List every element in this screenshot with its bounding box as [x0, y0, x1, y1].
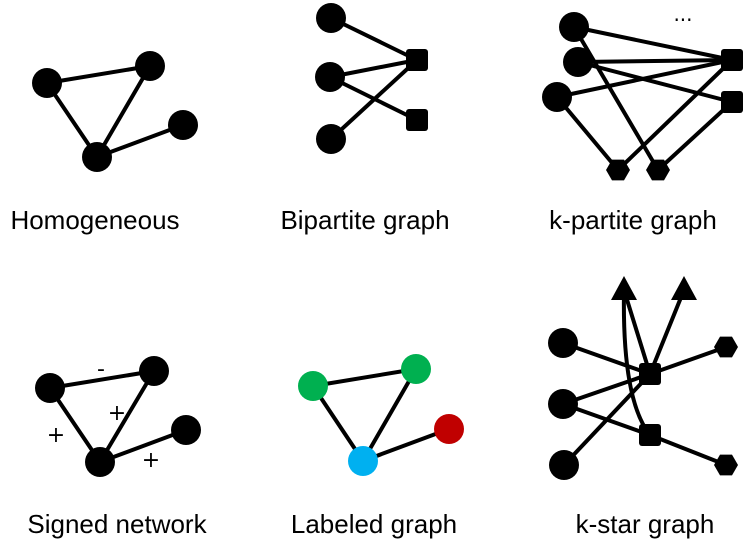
triangle-node [611, 276, 637, 300]
edge [648, 345, 728, 376]
signed-network: - + + + [35, 356, 201, 477]
edge [555, 58, 734, 99]
node [316, 3, 346, 33]
node [32, 68, 62, 98]
homogeneous-graph [32, 51, 198, 172]
triangle-node [671, 276, 697, 300]
node [548, 389, 578, 419]
caption-signed: Signed network [27, 509, 207, 539]
node [85, 447, 115, 477]
square-node [406, 109, 428, 131]
square-node [721, 49, 743, 71]
edge [98, 369, 156, 464]
edge [555, 95, 620, 172]
hexagon-node [606, 159, 630, 181]
edge [95, 123, 185, 159]
node [315, 62, 345, 92]
edge [561, 372, 652, 406]
blue-node [348, 446, 378, 476]
square-node [406, 49, 428, 71]
node [82, 142, 112, 172]
sign-plus: + [108, 401, 126, 426]
caption-labeled: Labeled graph [291, 509, 457, 539]
edge [656, 100, 734, 172]
edge [48, 369, 156, 390]
square-node [639, 363, 661, 385]
edge [572, 25, 734, 62]
sign-plus: + [47, 423, 65, 448]
edge [648, 433, 728, 467]
edge [616, 58, 734, 172]
green-node [298, 371, 328, 401]
green-node [401, 354, 431, 384]
node [168, 110, 198, 140]
node [549, 450, 579, 480]
node [563, 47, 593, 77]
kpartite-graph: ... [542, 2, 743, 181]
edge [361, 367, 418, 463]
node [548, 328, 578, 358]
edge [622, 288, 652, 376]
labeled-graph [298, 354, 464, 476]
node [35, 373, 65, 403]
ellipsis: ... [673, 2, 692, 26]
edge [572, 25, 660, 172]
node [316, 124, 346, 154]
edge [95, 64, 152, 159]
node [559, 12, 589, 42]
edge [576, 60, 734, 104]
edge [329, 16, 419, 62]
edge [329, 58, 419, 141]
square-node [721, 91, 743, 113]
node [139, 356, 169, 386]
edge [561, 341, 652, 376]
sign-plus: + [142, 448, 160, 473]
caption-kstar: k-star graph [576, 509, 715, 539]
edge [311, 367, 418, 388]
caption-kpartite: k-partite graph [549, 205, 717, 235]
edge [361, 427, 451, 463]
caption-bipartite: Bipartite graph [280, 205, 449, 235]
hexagon-node [714, 454, 738, 476]
hexagon-node [646, 159, 670, 181]
kstar-graph [548, 276, 738, 480]
node [542, 82, 572, 112]
square-node [639, 424, 661, 446]
red-node [434, 414, 464, 444]
edge [98, 428, 188, 464]
node [135, 51, 165, 81]
sign-minus: - [97, 357, 105, 382]
edge [576, 58, 734, 64]
edge [648, 288, 686, 376]
edge [45, 64, 152, 85]
bipartite-graph [315, 3, 428, 154]
hexagon-node [714, 336, 738, 358]
caption-homogeneous: Homogeneous [10, 205, 179, 235]
node [171, 415, 201, 445]
edge [562, 372, 652, 467]
edge [311, 384, 365, 463]
